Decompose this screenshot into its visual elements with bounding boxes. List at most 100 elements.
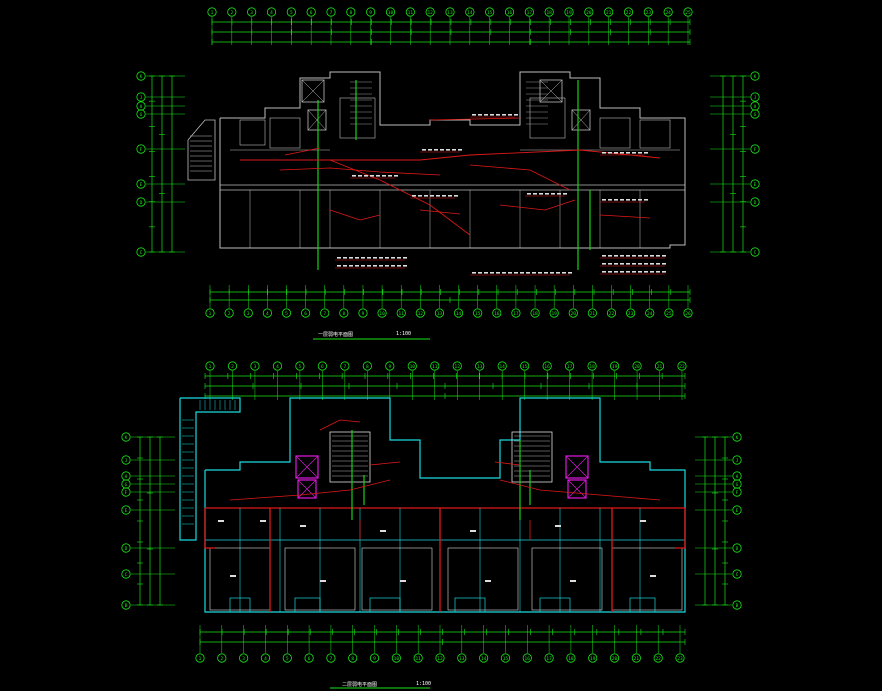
axis-bubble-circle xyxy=(227,7,237,17)
axis-bubble-bottom: 23 xyxy=(626,308,636,318)
axis-bubble-right: G xyxy=(750,109,760,119)
annotation-text xyxy=(563,193,567,195)
axis-bubble-bottom: 11 xyxy=(413,653,423,663)
axis-bubble-circle xyxy=(247,7,257,17)
axis-bubble-label: 7 xyxy=(343,364,346,370)
annotation-text xyxy=(508,272,512,274)
annotation-text xyxy=(656,255,660,257)
annotation-text xyxy=(620,255,624,257)
axis-bubble-circle xyxy=(453,308,464,318)
plan-upper-scale: 1:100 xyxy=(396,331,412,337)
annotation-text xyxy=(662,271,666,273)
axis-bubble-label: 4 xyxy=(276,364,279,370)
axis-bubble-label: C xyxy=(736,572,739,578)
axis-bubble-label: E xyxy=(125,508,128,514)
axis-bubble-label: 10 xyxy=(379,311,385,317)
axis-bubble-label: 21 xyxy=(657,364,663,370)
elevator-cross xyxy=(307,109,327,131)
annotation-text xyxy=(614,199,618,201)
annotation-text xyxy=(532,272,536,274)
axis-bubble-label: G xyxy=(754,112,757,118)
elevator-cross xyxy=(567,479,587,499)
axis-bubble-label: 10 xyxy=(388,10,394,16)
axis-bubble-label: 15 xyxy=(522,364,528,370)
axis-bubble-label: F xyxy=(140,147,143,153)
axis-bubble-bottom: 16 xyxy=(522,653,532,663)
axis-bubble-bottom: 4 xyxy=(260,653,271,663)
cable-run xyxy=(499,479,661,501)
axis-bubble-circle xyxy=(626,308,636,318)
axis-bubble-label: 2 xyxy=(231,364,234,370)
axis-bubble-left: D xyxy=(136,197,146,207)
annotation-text xyxy=(478,272,482,274)
axis-bubble-label: 16 xyxy=(544,364,550,370)
axis-bubble-bottom: 17 xyxy=(544,653,554,663)
annotation-text xyxy=(385,265,389,267)
axis-bubble-label: 23 xyxy=(646,10,652,16)
axis-bubble-circle xyxy=(317,361,327,371)
annotation-text xyxy=(337,265,341,267)
elevator-shaft xyxy=(539,79,563,103)
axis-bubble-label: 20 xyxy=(571,311,577,317)
axis-bubble-circle xyxy=(413,653,423,663)
axis-bubble-circle xyxy=(677,361,687,371)
axis-bubble-circle xyxy=(565,361,575,371)
axis-bubble-top: 18 xyxy=(587,361,597,371)
axis-bubble-circle xyxy=(121,487,131,497)
axis-bubble-bottom: 12 xyxy=(415,308,425,318)
axis-bubble-circle xyxy=(445,7,455,17)
axis-bubble-label: G xyxy=(140,112,143,118)
axis-bubble-circle xyxy=(645,308,655,318)
axis-bubble-label: 3 xyxy=(254,364,257,370)
axis-bubble-circle xyxy=(504,7,515,17)
cable-run xyxy=(469,164,571,191)
axis-bubble-circle xyxy=(664,308,674,318)
axis-bubble-top: 14 xyxy=(497,361,507,371)
axis-bubble-top: 7 xyxy=(326,7,336,17)
axis-bubble-left: F xyxy=(136,144,146,154)
axis-bubble-bottom: 23 xyxy=(675,653,685,663)
plan-lower-title: 二层弱电平面图 xyxy=(342,682,378,688)
room-label xyxy=(380,530,386,532)
axis-bubble-label: 10 xyxy=(394,656,400,662)
axis-bubble-left: J xyxy=(121,455,131,465)
axis-bubble-label: 18 xyxy=(568,656,574,662)
axis-bubble-top: 11 xyxy=(430,361,440,371)
axis-bubble-label: 1 xyxy=(209,311,212,317)
axis-bubble-top: 5 xyxy=(286,7,296,17)
axis-bubble-circle xyxy=(750,101,760,111)
axis-bubble-circle xyxy=(405,7,415,17)
axis-bubble-right: J xyxy=(750,92,760,102)
axis-bubble-label: 26 xyxy=(685,311,691,317)
axis-bubble-left: E xyxy=(121,505,131,515)
cable-run xyxy=(329,209,381,221)
axis-bubble-label: 21 xyxy=(590,311,596,317)
annotation-text xyxy=(620,199,624,201)
axis-bubble-label: 15 xyxy=(487,10,493,16)
axis-bubble-label: 22 xyxy=(679,364,685,370)
axis-bubble-circle xyxy=(396,308,406,318)
axis-bubble-circle xyxy=(217,653,227,663)
axis-bubble-top: 13 xyxy=(475,361,485,371)
axis-bubble-left: C xyxy=(136,247,146,257)
annotation-text xyxy=(379,257,383,259)
annotation-text xyxy=(434,149,438,151)
structure-wall xyxy=(204,508,215,549)
axis-bubble-label: 8 xyxy=(349,10,352,16)
axis-bubble-bottom: 9 xyxy=(369,653,380,663)
annotation-text xyxy=(458,149,462,151)
room-outline xyxy=(239,119,266,146)
cable-run xyxy=(499,199,576,211)
annotation-text xyxy=(364,175,368,177)
axis-bubble-label: C xyxy=(140,250,143,256)
axis-bubble-bottom: 1 xyxy=(195,653,205,663)
annotation-text xyxy=(608,263,612,265)
axis-bubble-bottom: 19 xyxy=(588,653,598,663)
axis-bubble-circle xyxy=(473,308,483,318)
axis-bubble-circle xyxy=(524,7,534,17)
apartment-room xyxy=(531,547,603,611)
axis-bubble-label: H xyxy=(125,474,128,480)
elevator-shaft xyxy=(307,109,327,131)
axis-bubble-label: 20 xyxy=(586,10,592,16)
axis-bubble-top: 13 xyxy=(445,7,455,17)
